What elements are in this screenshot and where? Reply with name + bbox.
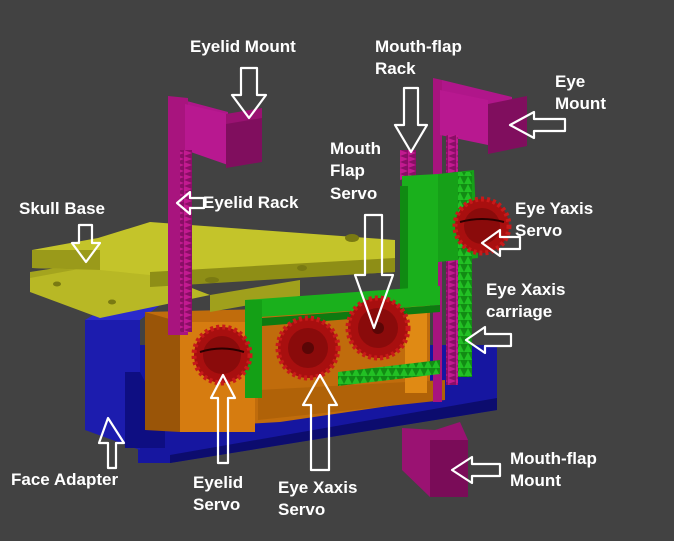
mouth-flap-rack-part: [400, 150, 468, 497]
mouth-flap-mount-label-line-2: Mount: [510, 471, 561, 490]
eye-mount-arrow: [508, 110, 567, 140]
skull-base-part: [30, 222, 395, 318]
face-adapter-arrow: [97, 416, 126, 470]
eyelid-servo-label-line-1: Eyelid: [193, 473, 244, 492]
eye-yaxis-servo-arrow: [480, 228, 522, 258]
eye-mount-label-line-1: Eye: [555, 72, 586, 91]
face-adapter-label: Face Adapter: [11, 470, 119, 489]
mouth-flap-rack-label-line-1: Mouth-flap: [375, 37, 462, 56]
eyelid-servo-arrow: [209, 373, 237, 465]
mouth-flap-rack-arrow: [393, 86, 429, 154]
eyelid-mount-label: Eyelid Mount: [190, 37, 296, 56]
mouth-flap-mount-label-line-1: Mouth-flap: [510, 449, 597, 468]
eyelid-servo-label-line-2: Servo: [193, 495, 241, 514]
mouth-flap-servo-gear: [345, 295, 411, 361]
eye-xaxis-carriage-part: [245, 170, 478, 398]
eye-xaxis-servo-label-line-1: Eye Xaxis: [278, 478, 358, 497]
eye-yaxis-servo-label-line-2: Servo: [515, 221, 563, 240]
mouth-flap-mount-arrow: [450, 455, 502, 485]
eye-yaxis-servo-gear: [452, 196, 512, 256]
eye-yaxis-servo-label-line-1: Eye Yaxis: [515, 199, 594, 218]
mouth-flap-servo-arrow: [353, 213, 395, 330]
eye-xaxis-servo-gear: [275, 315, 341, 381]
mouth-flap-servo-label-line-2: Flap: [330, 161, 365, 180]
eyelid-rack-arrow: [175, 190, 206, 216]
eyelid-rack-label: Eyelid Rack: [203, 193, 299, 212]
skull-base-label: Skull Base: [19, 199, 105, 218]
eye-xaxis-servo-arrow: [301, 373, 339, 472]
eye-xaxis-carriage-label-line-1: Eye Xaxis: [486, 280, 566, 299]
mouth-flap-rack-label-line-2: Rack: [375, 59, 416, 78]
mouth-flap-servo-label-line-1: Mouth: [330, 139, 381, 158]
mouth-flap-servo-label-line-3: Servo: [330, 184, 378, 203]
eyelid-servo-gear: [191, 324, 253, 386]
eye-xaxis-servo-label-line-2: Servo: [278, 500, 326, 519]
eyelid-mount-arrow: [230, 66, 268, 120]
skull-base-arrow: [70, 223, 102, 264]
eye-xaxis-carriage-label-line-2: carriage: [486, 302, 553, 321]
eye-mount-label-line-2: Mount: [555, 94, 606, 113]
eye-xaxis-carriage-arrow: [464, 325, 513, 355]
